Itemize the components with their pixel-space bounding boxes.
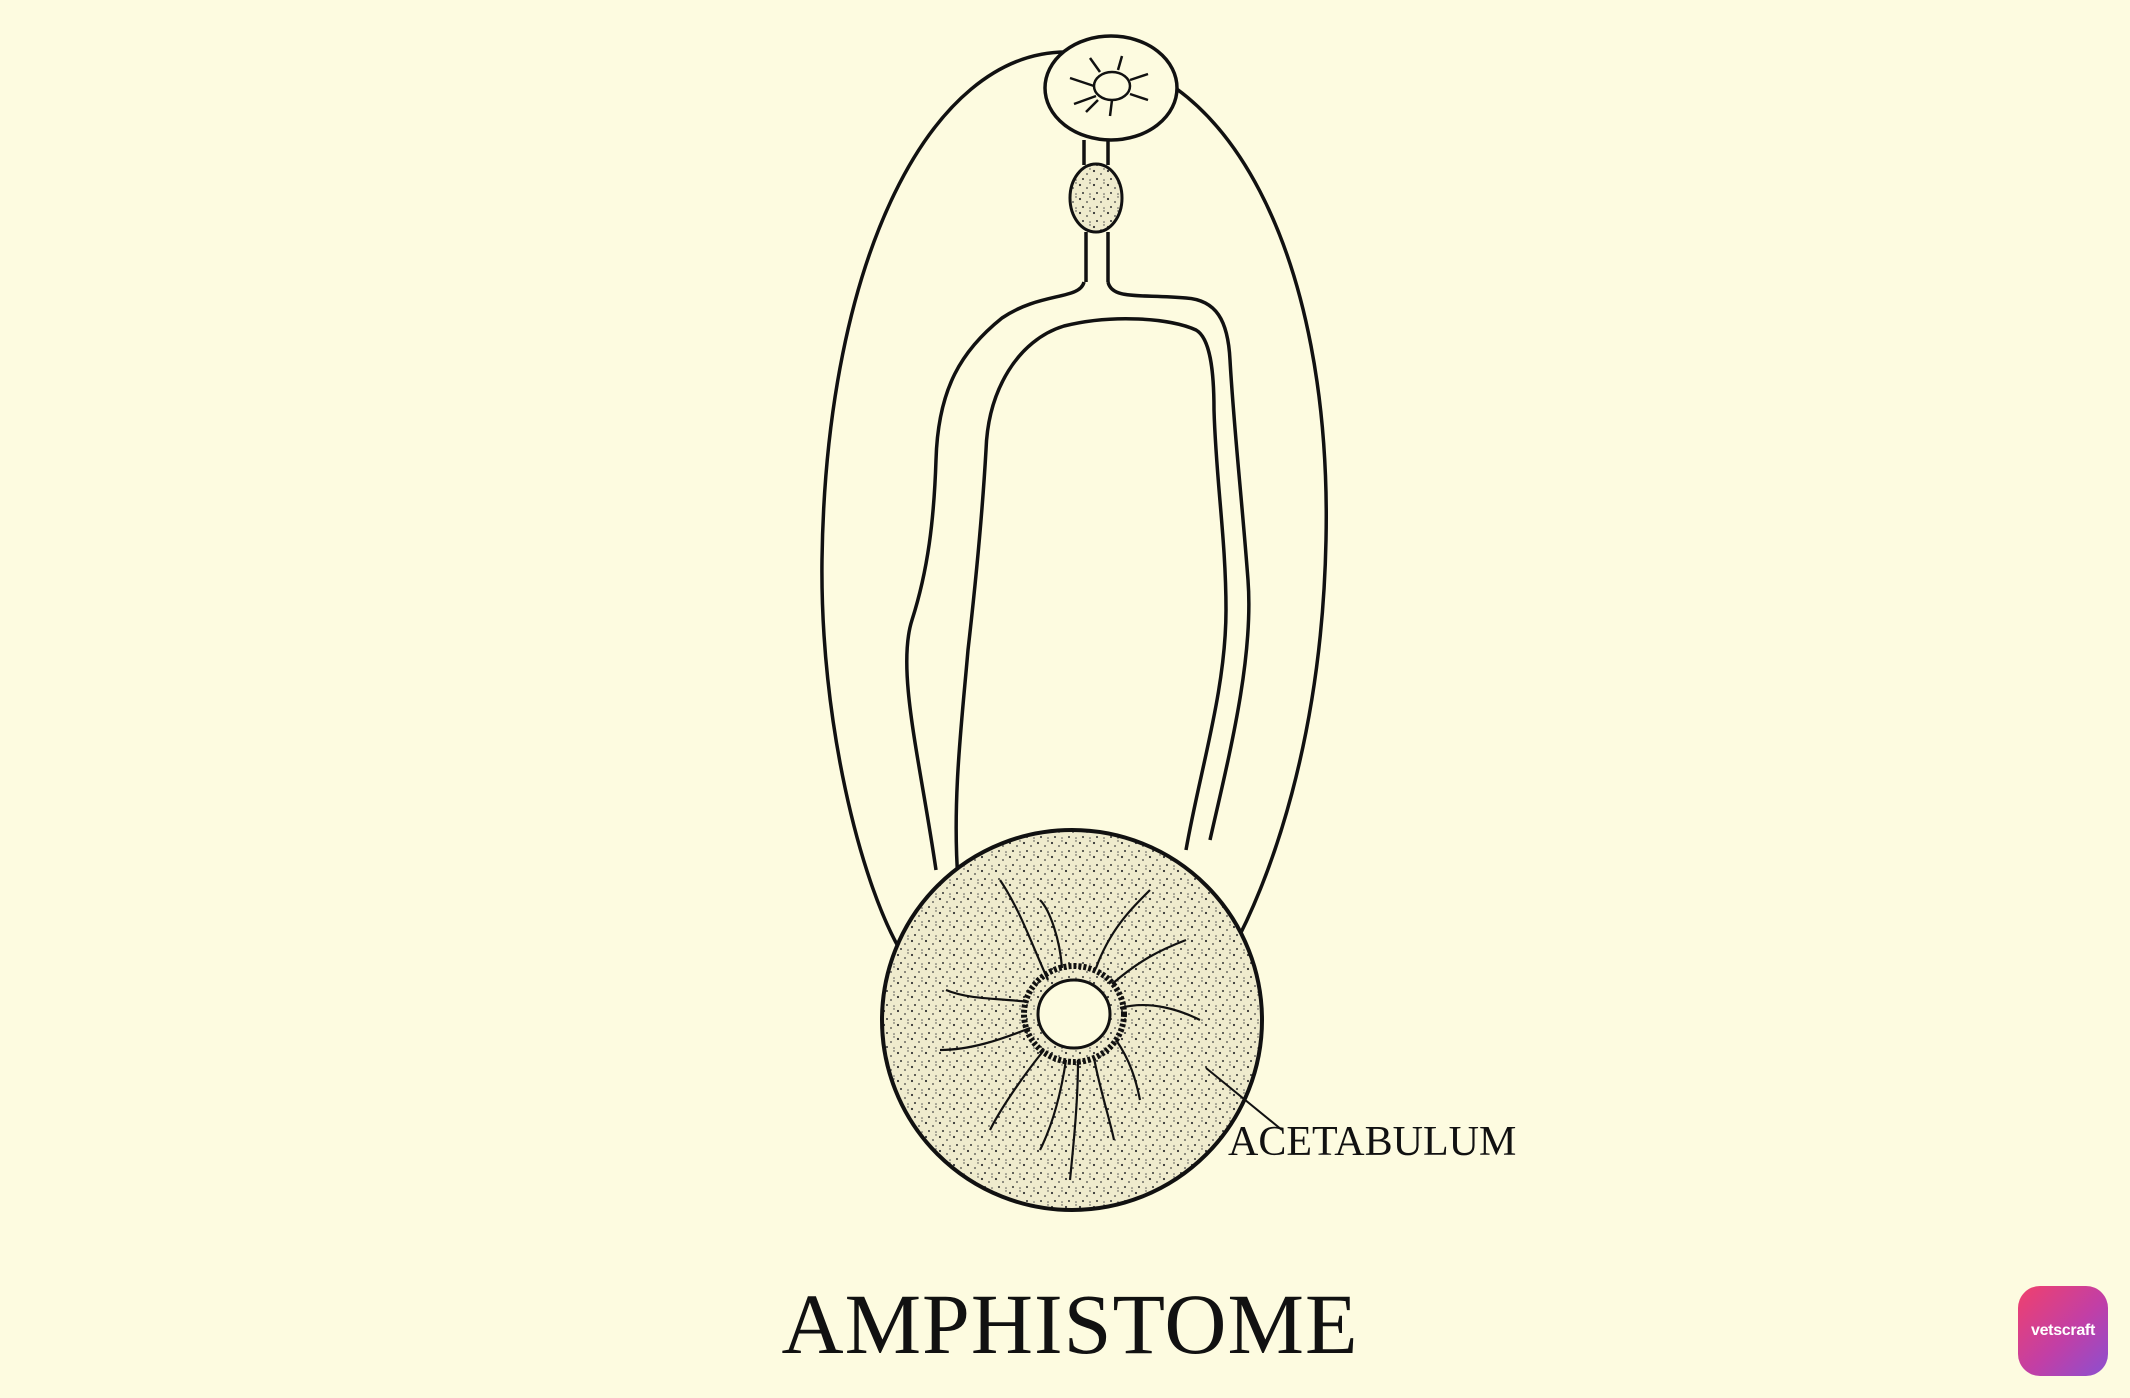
left-caecum-outer: [904, 281, 1086, 871]
acetabulum-opening: [1036, 978, 1112, 1050]
inner-loop: [954, 317, 1228, 881]
vetscraft-logo: vetscraft: [2018, 1286, 2108, 1376]
oral-sucker-mouth: [1069, 55, 1149, 117]
pharynx: [1068, 162, 1124, 234]
left-caecum-inner: [1106, 281, 1251, 841]
oesophagus: [1082, 140, 1110, 282]
logo-text: vetscraft: [2030, 1322, 2095, 1339]
oral-sucker: [1043, 34, 1179, 142]
diagram-title: AMPHISTOME: [781, 1276, 1358, 1372]
acetabulum-rim: [1021, 963, 1127, 1065]
acetabulum-label: ACETABULUM: [1228, 1119, 1516, 1165]
acetabulum-radial-folds: [939, 879, 1201, 1181]
acetabulum-leader-line: [1205, 1067, 1283, 1131]
